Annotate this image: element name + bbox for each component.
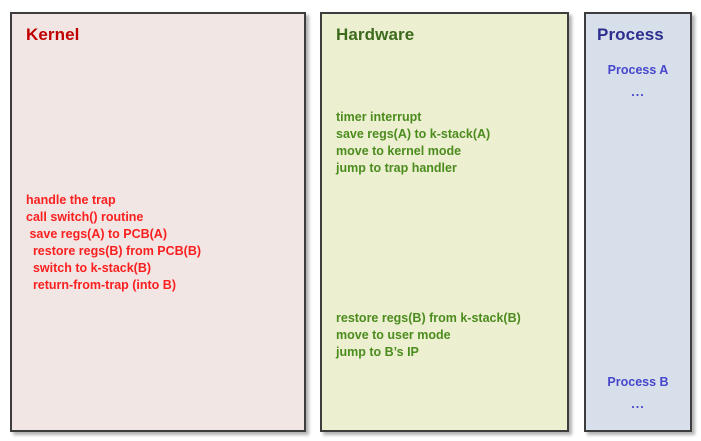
kernel-step-line: handle the trap — [26, 193, 116, 207]
panel-process: Process Process A ... Process B ... — [584, 12, 692, 432]
hardware-step-line: jump to B’s IP — [336, 345, 419, 359]
hardware-step-list-top: timer interrupt save regs(A) to k-stack(… — [336, 109, 490, 177]
kernel-step-line: restore regs(B) from PCB(B) — [26, 244, 202, 258]
kernel-step-list: handle the trap call switch() routine sa… — [26, 192, 201, 294]
kernel-step-line: call switch() routine — [26, 210, 144, 224]
panel-kernel-title: Kernel — [26, 25, 80, 44]
process-b-label: Process B — [607, 375, 669, 389]
hardware-step-line: move to user mode — [336, 328, 451, 342]
kernel-step-line: return-from-trap (into B) — [26, 278, 176, 292]
panel-hardware: Hardware timer interrupt save regs(A) to… — [320, 12, 569, 432]
process-a-label: Process A — [607, 63, 669, 77]
process-entry-b: Process B ... — [586, 374, 690, 413]
hardware-step-list-bottom: restore regs(B) from k-stack(B) move to … — [336, 310, 521, 361]
kernel-step-line: switch to k-stack(B) — [26, 261, 152, 275]
process-a-continuation: ... — [631, 85, 645, 99]
panel-kernel: Kernel handle the trap call switch() rou… — [10, 12, 306, 432]
process-entry-a: Process A ... — [586, 62, 690, 101]
process-b-continuation: ... — [631, 397, 645, 411]
panel-process-title: Process — [597, 25, 664, 44]
kernel-step-line: save regs(A) to PCB(A) — [26, 227, 167, 241]
hardware-step-line: jump to trap handler — [336, 161, 457, 175]
hardware-step-line: move to kernel mode — [336, 144, 462, 158]
hardware-step-line: restore regs(B) from k-stack(B) — [336, 311, 521, 325]
hardware-step-line: save regs(A) to k-stack(A) — [336, 127, 491, 141]
panel-hardware-title: Hardware — [336, 25, 415, 44]
hardware-step-line: timer interrupt — [336, 110, 422, 124]
